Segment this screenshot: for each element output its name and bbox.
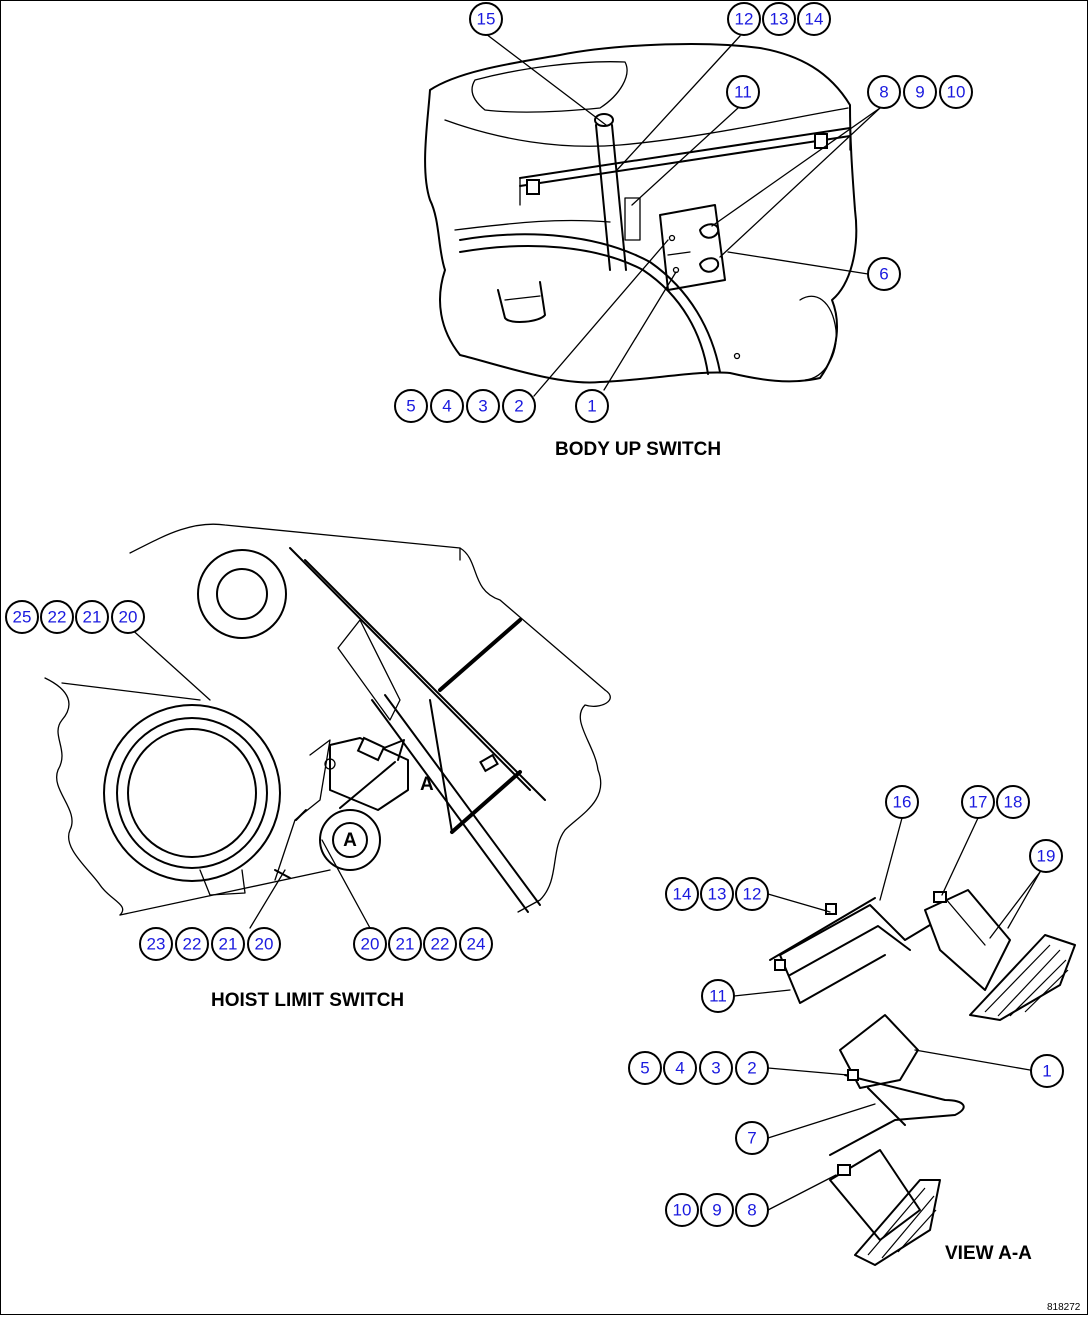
callout-20c: 20 [353,927,387,961]
svg-text:15: 15 [477,10,496,29]
callout-5: 5 [394,389,428,423]
svg-text:12: 12 [743,885,762,904]
svg-text:8: 8 [879,83,888,102]
callout-1: 1 [575,389,609,423]
view-a-a-illustration [733,817,1076,1266]
callout-2: 2 [502,389,536,423]
callout-22c: 22 [423,927,457,961]
callout-5v: 5 [628,1051,662,1085]
svg-text:3: 3 [478,397,487,416]
callout-23: 23 [139,927,173,961]
callout-12: 12 [727,2,761,36]
svg-text:19: 19 [1037,847,1056,866]
svg-text:1: 1 [587,397,596,416]
svg-text:8: 8 [747,1201,756,1220]
caption-view-a-a: VIEW A-A [945,1243,1032,1264]
svg-text:20: 20 [361,935,380,954]
callout-7v: 7 [735,1121,769,1155]
callout-9v: 9 [700,1193,734,1227]
svg-text:18: 18 [1004,793,1023,812]
svg-text:21: 21 [396,935,415,954]
callout-21: 21 [75,600,109,634]
svg-text:3: 3 [711,1059,720,1078]
svg-text:5: 5 [406,397,415,416]
svg-text:5: 5 [640,1059,649,1078]
section-mark-a: A [420,774,434,795]
callout-4v: 4 [663,1051,697,1085]
callout-14v: 14 [665,877,699,911]
svg-text:4: 4 [442,397,451,416]
svg-text:6: 6 [879,265,888,284]
callout-12v: 12 [735,877,769,911]
callout-20b: 20 [247,927,281,961]
callout-6: 6 [867,257,901,291]
callout-19: 19 [1029,839,1063,873]
callout-1v: 1 [1030,1054,1064,1088]
svg-text:9: 9 [915,83,924,102]
callout-11: 11 [726,75,760,109]
svg-text:22: 22 [48,608,67,627]
callout-24: 24 [459,927,493,961]
callout-14: 14 [797,2,831,36]
body-up-switch-illustration [424,33,881,397]
callout-18: 18 [996,785,1030,819]
svg-text:1: 1 [1042,1062,1051,1081]
svg-text:13: 13 [770,10,789,29]
svg-text:10: 10 [673,1201,692,1220]
callout-13v: 13 [700,877,734,911]
callout-20: 20 [111,600,145,634]
callout-21c: 21 [388,927,422,961]
callout-13: 13 [762,2,796,36]
svg-text:22: 22 [183,935,202,954]
svg-text:11: 11 [709,987,727,1006]
svg-text:20: 20 [119,608,138,627]
svg-text:2: 2 [514,397,523,416]
svg-text:13: 13 [708,885,727,904]
callout-9: 9 [903,75,937,109]
callout-8v: 8 [735,1193,769,1227]
callout-21b: 21 [211,927,245,961]
svg-text:17: 17 [969,793,988,812]
caption-body-up-switch: BODY UP SWITCH [555,439,721,460]
svg-text:4: 4 [675,1059,684,1078]
callout-10v: 10 [665,1193,699,1227]
svg-text:14: 14 [673,885,692,904]
svg-text:24: 24 [467,935,486,954]
callout-10: 10 [939,75,973,109]
callouts: 15 12 13 14 11 8 9 10 6 5 4 3 2 1 25 22 … [5,2,1064,1227]
callout-2v: 2 [735,1051,769,1085]
section-mark-a-circle: A [343,830,357,851]
svg-text:10: 10 [947,83,966,102]
svg-text:12: 12 [735,10,754,29]
caption-hoist-limit-switch: HOIST LIMIT SWITCH [211,990,404,1011]
svg-text:14: 14 [805,10,824,29]
svg-text:9: 9 [712,1201,721,1220]
svg-text:21: 21 [219,935,238,954]
callout-8: 8 [867,75,901,109]
svg-text:2: 2 [747,1059,756,1078]
callout-3v: 3 [699,1051,733,1085]
svg-text:25: 25 [13,608,32,627]
svg-text:20: 20 [255,935,274,954]
hoist-limit-switch-illustration: A A [44,523,611,929]
svg-text:16: 16 [893,793,912,812]
svg-text:11: 11 [734,83,752,102]
callout-15: 15 [469,2,503,36]
svg-text:22: 22 [431,935,450,954]
svg-text:21: 21 [83,608,102,627]
svg-text:7: 7 [747,1129,756,1148]
callout-22b: 22 [175,927,209,961]
drawing-id: 818272 [1047,1302,1081,1313]
svg-text:23: 23 [147,935,166,954]
callout-16: 16 [885,785,919,819]
callout-4: 4 [430,389,464,423]
callout-25: 25 [5,600,39,634]
callout-22: 22 [40,600,74,634]
callout-11v: 11 [701,979,735,1013]
callout-17: 17 [961,785,995,819]
callout-3: 3 [466,389,500,423]
